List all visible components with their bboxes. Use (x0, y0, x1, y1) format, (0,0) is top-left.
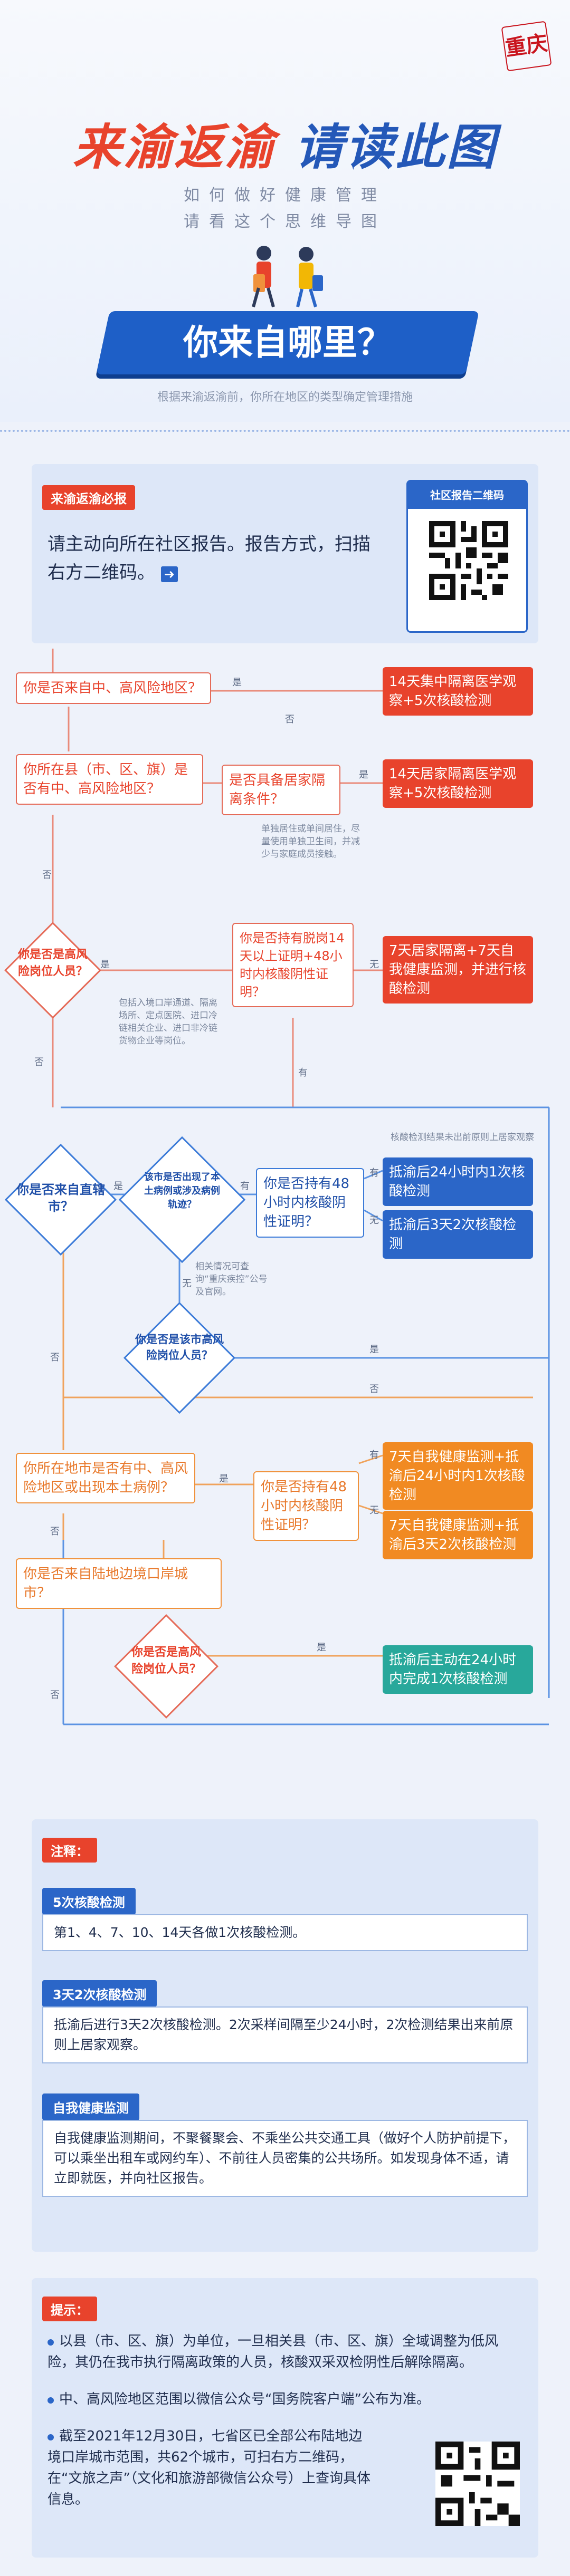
qr-label: 社区报告二维码 (408, 481, 526, 509)
qr-code-icon (429, 521, 508, 600)
q3-note: 单独居住或单间居住，尽量使用单独卫生间，并减少与家庭成员接触。 (261, 824, 360, 860)
report-tag: 来渝返渝必报 (42, 485, 135, 510)
result-self-monitor-24h: 7天自我健康监测+抵渝后24小时内1次核酸检测 (383, 1442, 533, 1510)
note-text-3d2: 抵渝后进行3天2次核酸检测。2次采样间隔至少24小时，2次检测结果出来前原则上居… (42, 2006, 528, 2063)
where-banner: 你来自哪里？ (96, 311, 479, 374)
label-no-q4: 否 (34, 1057, 44, 1068)
q4-note: 包括入境口岸通道、隔离场所、定点医院、进口冷链相关企业、进口非冷链货物企业等岗位… (119, 998, 217, 1046)
label-no-q12: 否 (50, 1690, 60, 1701)
tip-1: 以县（市、区、旗）为单位，一旦相关县（市、区、旗）全域调整为低风险，其仍在我市执… (48, 2333, 499, 2370)
title-part1: 来渝返渝 (72, 119, 276, 176)
logo: 重庆 (501, 21, 552, 72)
label-yes-q1: 是 (232, 677, 242, 688)
tips-tag: 提示： (42, 2297, 97, 2321)
report-text: 请主动向所在社区报告。报告方式，扫描右方二维码。 ➜ (48, 534, 370, 583)
label-no-q9: 否 (369, 1384, 379, 1395)
tip-3: 截至2021年12月30日，七省区已全部公布陆地边境口岸城市范围，共62个城市，… (48, 2428, 370, 2507)
label-yes-q6: 是 (113, 1181, 123, 1192)
q-48h-proof: 你是否持有48小时内核酸阴性证明？ (256, 1168, 364, 1238)
q-off-post-proof: 你是否持有脱岗14天以上证明+48小时内核酸阴性证明？ (232, 923, 354, 1007)
result-24h-test: 抵渝后24小时内1次核酸检测 (383, 1157, 533, 1206)
result-home-7-7: 7天居家隔离+7天自我健康监测，并进行核酸检测 (383, 936, 533, 1004)
intro-note: 根据来渝返渝前，你所在地区的类型确定管理措施 (157, 391, 413, 404)
subtitle-line1: 如何做好健康管理 (184, 186, 386, 205)
note-title-5-tests: 5次核酸检测 (42, 1888, 136, 1915)
divider (0, 430, 570, 432)
q-border-port-city: 你是否来自陆地边境口岸城市？ (16, 1558, 222, 1609)
result-arrival-24h-test: 抵渝后主动在24小时内完成1次核酸检测 (383, 1645, 533, 1694)
label-yes-q4: 是 (100, 959, 110, 970)
tip-2: 中、高风险地区范围以微信公众号“国务院客户端”公布为准。 (48, 2389, 522, 2410)
label-has-q11: 有 (369, 1450, 379, 1461)
q7-note: 相关情况可查询“重庆疾控”公号及官网。 (195, 1261, 268, 1297)
note-title-3d2: 3天2次核酸检测 (42, 1980, 157, 2007)
label-none-q7: 无 (182, 1278, 192, 1289)
label-yes-q9: 是 (369, 1344, 379, 1355)
label-no-q10: 否 (50, 1526, 60, 1537)
label-no-q2: 否 (42, 870, 52, 881)
r4-note: 核酸检测结果未出前原则上居家观察 (391, 1132, 534, 1143)
note-text-self-monitor: 自我健康监测期间，不聚餐聚会、不乘坐公共交通工具（做好个人防护前提下，可以乘坐出… (42, 2120, 528, 2197)
travelers-illustration (252, 246, 323, 307)
subtitle-line2: 请看这个思维导图 (184, 213, 386, 231)
q-48h-proof-2: 你是否持有48小时内核酸阴性证明？ (253, 1471, 359, 1541)
label-has-q5: 有 (298, 1067, 308, 1078)
q-municipality: 你是否来自直辖市？ (16, 1182, 105, 1214)
result-3d-2-tests: 抵渝后3天2次核酸检测 (383, 1210, 533, 1259)
note-text-5-tests: 第1、4、7、10、14天各做1次核酸检测。 (42, 1914, 528, 1951)
label-has-q7: 有 (240, 1181, 250, 1192)
q-high-risk-post-2: 你是否是高风险岗位人员？ (131, 1646, 201, 1676)
qr-code-icon-tips[interactable] (435, 2442, 520, 2526)
page-title: 来渝返渝 请读此图 (0, 108, 570, 178)
label-has-q8: 有 (369, 1168, 379, 1179)
label-no-q1: 否 (285, 714, 294, 725)
q-city-high-risk-post: 你是否是该市高风险岗位人员？ (135, 1333, 224, 1362)
bullet-icon (48, 2397, 54, 2404)
q-county-risk: 你所在县（市、区、旗）是否有中、高风险地区？ (16, 754, 203, 805)
label-yes-q3b: 是 (359, 769, 368, 780)
label-none-q11: 无 (369, 1505, 379, 1516)
q-home-isolation: 是否具备居家隔离条件？ (222, 765, 340, 815)
result-home-quarantine: 14天居家隔离医学观察+5次核酸检测 (383, 759, 533, 808)
label-yes-q10: 是 (219, 1473, 229, 1484)
q-from-risk-area: 你是否来自中、高风险地区？ (16, 672, 211, 704)
result-self-monitor-3d2: 7天自我健康监测+抵渝后3天2次核酸检测 (383, 1511, 533, 1559)
label-no-q6: 否 (50, 1352, 60, 1363)
q-high-risk-post: 你是否是高风险岗位人员？ (17, 948, 88, 978)
notes-tag: 注释： (42, 1838, 97, 1863)
bullet-icon (48, 2434, 54, 2440)
note-title-self-monitor: 自我健康监测 (42, 2093, 139, 2120)
community-qr-card[interactable]: 社区报告二维码 (406, 480, 528, 633)
q-local-cases: 该市是否出现了本土病例或涉及病例轨迹？ (144, 1172, 220, 1210)
label-none-q5: 无 (369, 959, 379, 970)
bullet-icon (48, 2339, 54, 2346)
arrow-right-icon: ➜ (160, 566, 178, 582)
label-none-q8: 无 (369, 1215, 379, 1226)
title-part2: 请读此图 (294, 119, 498, 176)
result-central-quarantine: 14天集中隔离医学观察+5次核酸检测 (383, 667, 533, 716)
label-yes-q13: 是 (317, 1642, 326, 1653)
q-city-risk-or-cases: 你所在地市是否有中、高风险地区或出现本土病例？ (16, 1453, 195, 1503)
